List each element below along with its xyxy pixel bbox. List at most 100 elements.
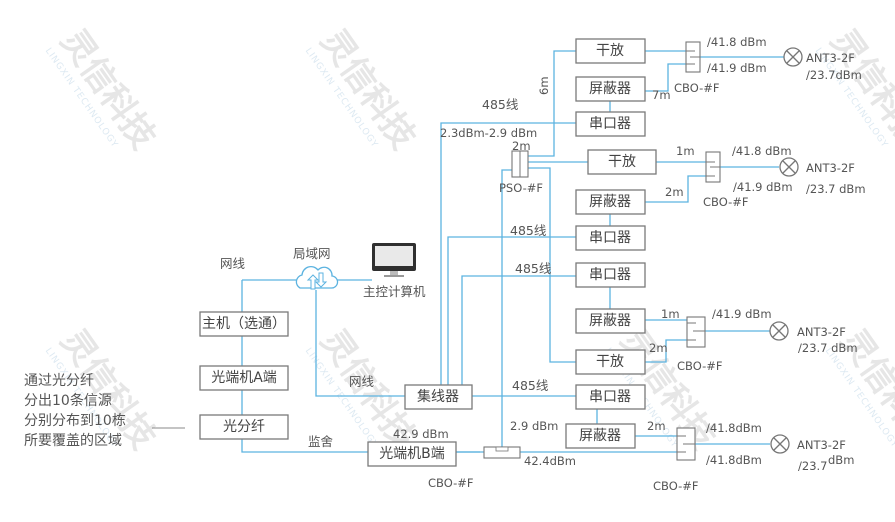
amplifier-box[interactable]: 干放 (587, 149, 657, 175)
port-power: /41.9 dBm (712, 307, 772, 321)
optical-a-box[interactable]: 光端机A端 (199, 365, 289, 391)
net-cable-label-2: 网线 (349, 374, 375, 389)
shield-box[interactable]: 屏蔽器 (575, 189, 646, 215)
antenna-power: /23.7 dBm (798, 341, 858, 355)
pso-label: PSO-#F (499, 181, 543, 195)
dorm-label: 监舍 (308, 434, 334, 449)
antenna-power: /23.7 (798, 459, 827, 473)
cable-length: 6m (537, 76, 551, 95)
note-line: 通过光分纤 (24, 373, 94, 389)
antenna-icon[interactable] (779, 157, 799, 177)
amplifier-box[interactable]: 干放 (575, 349, 646, 375)
optical-b-power: 42.9 dBm (393, 427, 449, 441)
computer-monitor-icon[interactable] (372, 243, 416, 277)
shield-label: 屏蔽器 (579, 428, 621, 444)
optical-b-box[interactable]: 光端机B端 (367, 441, 457, 467)
cable-length: 1m (661, 307, 680, 321)
serial-box[interactable]: 串口器 (575, 262, 646, 288)
port-power: /41.9 dBm (733, 180, 793, 194)
wire-485-label: 485线 (512, 378, 549, 393)
cloud-lan-icon[interactable] (295, 266, 339, 290)
serial-box[interactable]: 串口器 (575, 111, 646, 137)
serial-box[interactable]: 串口器 (575, 225, 646, 251)
shield-box[interactable]: 屏蔽器 (575, 308, 646, 334)
antenna-label: ANT3-2F (806, 51, 855, 65)
master-computer-label: 主控计算机 (363, 284, 426, 299)
note-line: 分别分布到10栋 (24, 412, 126, 429)
combiner-label: CBO-#F (653, 479, 699, 493)
amplifier-label: 干放 (596, 43, 624, 59)
hub-label: 集线器 (417, 388, 459, 405)
wire-g3-amp-comb (645, 339, 687, 363)
optical-b-label: 光端机B端 (379, 446, 445, 462)
combiner-icon[interactable] (685, 41, 701, 73)
coupler-label: CBO-#F (428, 476, 474, 490)
wire-485-label: 485线 (482, 97, 519, 112)
lan-label: 局域网 (293, 246, 331, 261)
antenna-power: /23.7 dBm (806, 182, 866, 196)
antenna-icon[interactable] (769, 321, 789, 341)
shield-box[interactable]: 屏蔽器 (565, 423, 636, 449)
amplifier-box[interactable]: 干放 (575, 38, 646, 64)
amplifier-label: 干放 (608, 154, 636, 170)
pso-splitter-icon[interactable] (511, 150, 529, 178)
note-line: 分出10条信源 (24, 392, 112, 409)
group-1: 6m 干放 屏蔽器 串口器 7m 485线 2.3dBm-2.9 dBm 2m … (440, 35, 862, 153)
cable-length: 2m (649, 341, 668, 355)
wire-feed-vertical (501, 169, 512, 450)
serial-label: 串口器 (589, 230, 631, 246)
combiner-label: CBO-#F (703, 195, 749, 209)
trunk-power: 42.4dBm (524, 454, 576, 468)
left-note: 通过光分纤 分出10条信源 分别分布到10栋 所要覆盖的区域 (24, 373, 185, 449)
wire-485-g2 (447, 236, 576, 385)
wire-485-g1 (440, 122, 576, 385)
group-2: PSO-#F 干放 1m 屏蔽器 2m 串口器 485线 /41.8 dBm /… (499, 144, 866, 251)
optical-a-label: 光端机A端 (211, 370, 277, 386)
combiner-label: CBO-#F (677, 359, 723, 373)
combiner-icon[interactable] (705, 151, 721, 183)
cable-length: 2m (665, 185, 684, 199)
wire-g1-shield-comb (645, 63, 686, 92)
shield-label: 屏蔽器 (589, 313, 631, 329)
wire-lan-to-hub (315, 290, 405, 397)
serial-box[interactable]: 串口器 (575, 384, 646, 410)
note-line: 所要覆盖的区域 (24, 433, 122, 449)
wire-485-label: 485线 (515, 261, 552, 276)
hub-box[interactable]: 集线器 (404, 384, 473, 410)
net-cable-label: 网线 (220, 256, 246, 271)
wire-pso-to-g3amp (528, 167, 576, 363)
cable-length: 2m (512, 139, 531, 153)
antenna-label: ANT3-2F (797, 325, 846, 339)
wires (241, 50, 784, 453)
port-power: /41.8 dBm (732, 144, 792, 158)
combiner-icon[interactable] (686, 316, 706, 348)
feed-power: 2.3dBm-2.9 dBm (440, 126, 537, 140)
shield-label: 屏蔽器 (589, 194, 631, 210)
splitter-label: 光分纤 (223, 419, 265, 435)
serial-label: 串口器 (589, 389, 631, 405)
port-power: /41.8dBm (706, 453, 762, 467)
antenna-label: ANT3-2F (806, 161, 855, 175)
shield-box[interactable]: 屏蔽器 (575, 76, 646, 102)
wire-g2-shield-comb (645, 175, 706, 203)
antenna-label: ANT3-2F (797, 438, 846, 452)
group-4: 485线 串口器 2.9 dBm 屏蔽器 2m /41.8dBm /41.8dB… (510, 378, 854, 493)
port-power: /41.8dBm (706, 421, 762, 435)
combiner-icon[interactable] (676, 427, 696, 461)
antenna-power-unit: dBm (828, 453, 854, 467)
antenna-icon[interactable] (783, 47, 803, 67)
serial-label: 串口器 (589, 116, 631, 132)
antenna-icon[interactable] (770, 434, 790, 454)
group-3: 485线 串口器 屏蔽器 1m 干放 2m /41.9 dBm CBO-#F A… (515, 261, 858, 375)
port-power: /41.8 dBm (707, 35, 767, 49)
coupler-icon[interactable] (483, 446, 521, 459)
amplifier-label: 干放 (596, 354, 624, 370)
wire-485-g3 (461, 275, 576, 385)
cable-length: 1m (676, 144, 695, 158)
combiner-label: CBO-#F (674, 81, 720, 95)
cable-length: 7m (652, 88, 671, 102)
wire-485-label: 485线 (510, 223, 547, 238)
splitter-box[interactable]: 光分纤 (199, 414, 289, 440)
host-box[interactable]: 主机（选通） (199, 311, 289, 337)
